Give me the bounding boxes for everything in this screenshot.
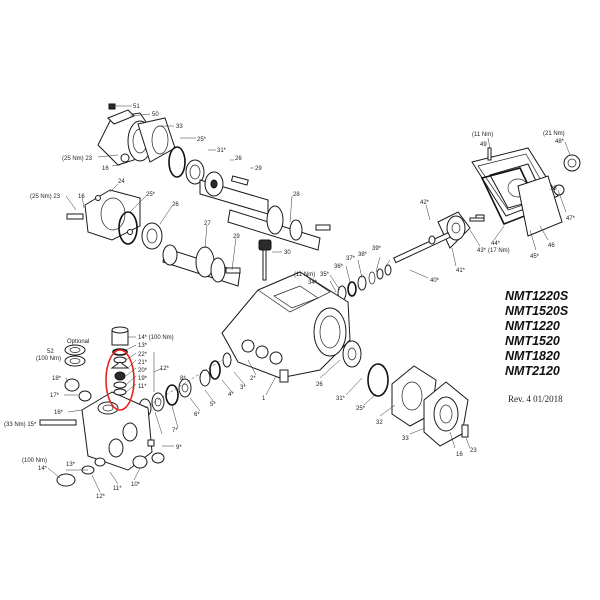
callout-18-left: 18* <box>52 376 62 382</box>
callout-50: 50 <box>152 112 159 118</box>
callout-51: 51 <box>133 104 140 110</box>
callout-13-bottom: 13* <box>66 462 76 468</box>
callout-28: 28 <box>293 192 300 198</box>
callout-43: 43* <box>477 248 487 254</box>
rear-cover-assembly <box>471 147 581 237</box>
pump-head-manifold <box>39 326 165 487</box>
model-name: NMT1220S <box>505 289 569 303</box>
callout-37: 37* <box>346 256 356 262</box>
callout-41: 41* <box>456 268 466 274</box>
optional-label: Optional <box>67 339 89 345</box>
callout-12-bottom: 12* <box>96 494 106 500</box>
callout-18-top: 18 <box>550 186 557 192</box>
callout-26-mid: 26 <box>172 202 179 208</box>
callout-47: 47* <box>566 216 576 222</box>
callout-52: 52 <box>47 349 54 355</box>
side-cover-assembly <box>342 340 469 447</box>
callout-14-top: 14* (100 Nm) <box>138 335 174 341</box>
callout-46: 46 <box>548 243 555 249</box>
valve-highlight-oval <box>105 349 135 411</box>
callout-4: 4* <box>228 392 234 398</box>
model-name: NMT2120 <box>505 364 560 378</box>
callout-2: 2* <box>250 376 256 382</box>
callout-24: 24 <box>118 179 125 185</box>
callout-5: 5* <box>210 402 216 408</box>
callout-16-mid: 16 <box>78 194 85 200</box>
model-name: NMT1220 <box>505 319 560 333</box>
callout-44: 44* <box>491 241 501 247</box>
callout-42: 42* <box>420 200 430 206</box>
callout-16-top: 16 <box>102 166 109 172</box>
connecting-rod-assembly <box>337 211 485 301</box>
model-name: NMT1520 <box>505 334 560 348</box>
leader-lines <box>47 105 571 493</box>
callout-35: 35* <box>320 272 330 278</box>
callout-33-bottom: 33 <box>402 436 409 442</box>
callout-25-top: 25* <box>197 137 207 143</box>
revision-label: Rev. 4 01/2018 <box>508 394 563 404</box>
callout-21: 21* <box>138 360 148 366</box>
model-name: NMT1520S <box>505 304 569 318</box>
callout-17-left: 17* <box>50 393 60 399</box>
callout-100nm: (100 Nm) <box>36 356 61 362</box>
callout-14-bottom: 14* <box>38 466 48 472</box>
callout-labels: 51 50 33 25* 31* 26 29 (25 Nm) 23 16 (25… <box>4 104 576 500</box>
callout-8: 8* <box>180 376 186 382</box>
callout-48: 48* <box>555 139 565 145</box>
callout-45: 45* <box>530 254 540 260</box>
callout-11-bottom: 11* <box>113 486 122 492</box>
callout-32: 32 <box>376 420 383 426</box>
callout-31-top: 31* <box>217 148 227 154</box>
callout-3: 3* <box>240 385 246 391</box>
callout-22: 22* <box>138 352 148 358</box>
callout-30: 30 <box>284 250 291 256</box>
callout-38: 38* <box>358 252 368 258</box>
callout-16-left: 16* <box>54 410 64 416</box>
callout-31-bottom: 31* <box>336 396 346 402</box>
callout-27: 27 <box>204 221 211 227</box>
callout-17nm: (17 Nm) <box>488 248 510 254</box>
callout-21nm: (21 Nm) <box>543 131 565 137</box>
callout-25-bottom: 25* <box>356 406 366 412</box>
callout-9: 9* <box>176 445 182 451</box>
callout-29-top: 29 <box>255 166 262 172</box>
callout-11nm-top: (11 Nm) <box>472 132 493 138</box>
crankcase <box>221 271 351 383</box>
model-name: NMT1820 <box>505 349 560 363</box>
piston-seal-row <box>138 352 232 418</box>
callout-6: 6* <box>194 412 200 418</box>
callout-13-top: 13* <box>138 343 148 349</box>
callout-15: (33 Nm) 15* <box>4 422 37 428</box>
callout-7: 7* <box>172 428 178 434</box>
callout-12-top: 12* <box>160 366 170 372</box>
callout-25-mid: 25* <box>146 192 156 198</box>
callout-26-top: 26 <box>235 156 242 162</box>
mid-cover-assembly <box>66 189 331 287</box>
callout-36: 36* <box>334 264 344 270</box>
callout-26-bottom: 26 <box>316 382 323 388</box>
callout-16-bottom: 16 <box>456 452 463 458</box>
callout-34: 34* <box>308 280 318 286</box>
callout-33-top: 33 <box>176 124 183 130</box>
callout-23-mid: (25 Nm) 23 <box>30 194 61 200</box>
callout-11nm-mid: (11 Nm) <box>294 272 315 278</box>
callout-10: 10* <box>131 482 141 488</box>
callout-1: 1 <box>262 396 266 402</box>
callout-23-top: (25 Nm) 23 <box>62 156 93 162</box>
callout-19: 19* <box>138 376 148 382</box>
callout-20: 20* <box>138 368 148 374</box>
callout-49: 49 <box>480 142 487 148</box>
top-cover-assembly <box>97 103 269 215</box>
callout-40: 40* <box>430 278 440 284</box>
callout-100nm-bottom: (100 Nm) <box>22 458 47 464</box>
model-list: NMT1220S NMT1520S NMT1220 NMT1520 NMT182… <box>505 289 569 378</box>
callout-29-mid: 29 <box>233 234 240 240</box>
callout-39: 39* <box>372 246 382 252</box>
callout-23-bottom: 23 <box>470 448 477 454</box>
callout-11-top: 11* <box>138 384 147 390</box>
